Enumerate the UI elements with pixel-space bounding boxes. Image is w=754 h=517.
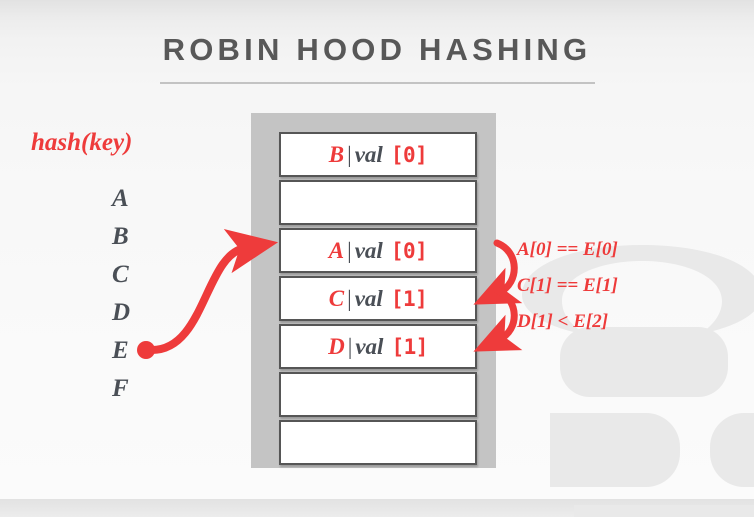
- slot-content: B | val [0]: [329, 143, 428, 166]
- key-item: B: [112, 223, 129, 250]
- slot-index: [0]: [390, 239, 428, 263]
- key-item: C: [112, 261, 129, 288]
- comparison-annotations: A[0] == E[0] C[1] == E[1] D[1] < E[2]: [517, 238, 618, 346]
- annotation-line: C[1] == E[1]: [517, 275, 618, 296]
- key-item: D: [112, 299, 131, 326]
- slot-index: [1]: [390, 287, 428, 311]
- slot-key: C: [328, 286, 345, 311]
- slot-content: A | val [0]: [329, 239, 428, 262]
- table-row: [279, 180, 477, 225]
- displacement-arrow-c-to-d: [473, 286, 523, 352]
- key-item: E: [112, 337, 129, 364]
- displacement-arrow-a-to-c: [473, 239, 523, 305]
- page-title: ROBIN HOOD HASHING: [162, 32, 592, 67]
- slot-key: A: [328, 238, 345, 263]
- slot-key: B: [328, 142, 345, 167]
- slot-key: D: [328, 334, 345, 359]
- slot-content: D | val [1]: [328, 335, 428, 358]
- table-row: B | val [0]: [279, 132, 477, 177]
- key-list: A B C D E F: [112, 180, 144, 408]
- slot-value: val: [354, 238, 383, 263]
- slot-separator: |: [347, 286, 352, 311]
- slot-content: C | val [1]: [329, 287, 428, 310]
- slot-index: [1]: [391, 335, 428, 359]
- table-row: D | val [1]: [279, 324, 477, 369]
- slot-separator: |: [347, 142, 352, 167]
- hash-function-label: hash(key): [31, 129, 133, 156]
- slot-value: val: [354, 142, 383, 167]
- key-item: F: [112, 375, 129, 402]
- annotation-line: D[1] < E[2]: [517, 311, 609, 332]
- slot-value: val: [355, 334, 384, 359]
- table-row: [279, 372, 477, 417]
- insert-arrow: [148, 229, 279, 354]
- table-row: [279, 420, 477, 465]
- key-item: A: [112, 185, 129, 212]
- table-row: A | val [0]: [279, 228, 477, 273]
- slot-index: [0]: [390, 143, 428, 167]
- title-divider: [160, 82, 595, 84]
- slot-separator: |: [347, 334, 353, 359]
- hash-table-frame: B | val [0] A | val [0]: [251, 113, 496, 468]
- slide-canvas: ROBIN HOOD HASHING hash(key) A B C D E F…: [31, 32, 754, 517]
- table-row: C | val [1]: [279, 276, 477, 321]
- slot-value: val: [354, 286, 383, 311]
- slot-separator: |: [347, 238, 352, 263]
- annotation-line: A[0] == E[0]: [517, 239, 618, 260]
- hash-table-slots: B | val [0] A | val [0]: [279, 132, 477, 468]
